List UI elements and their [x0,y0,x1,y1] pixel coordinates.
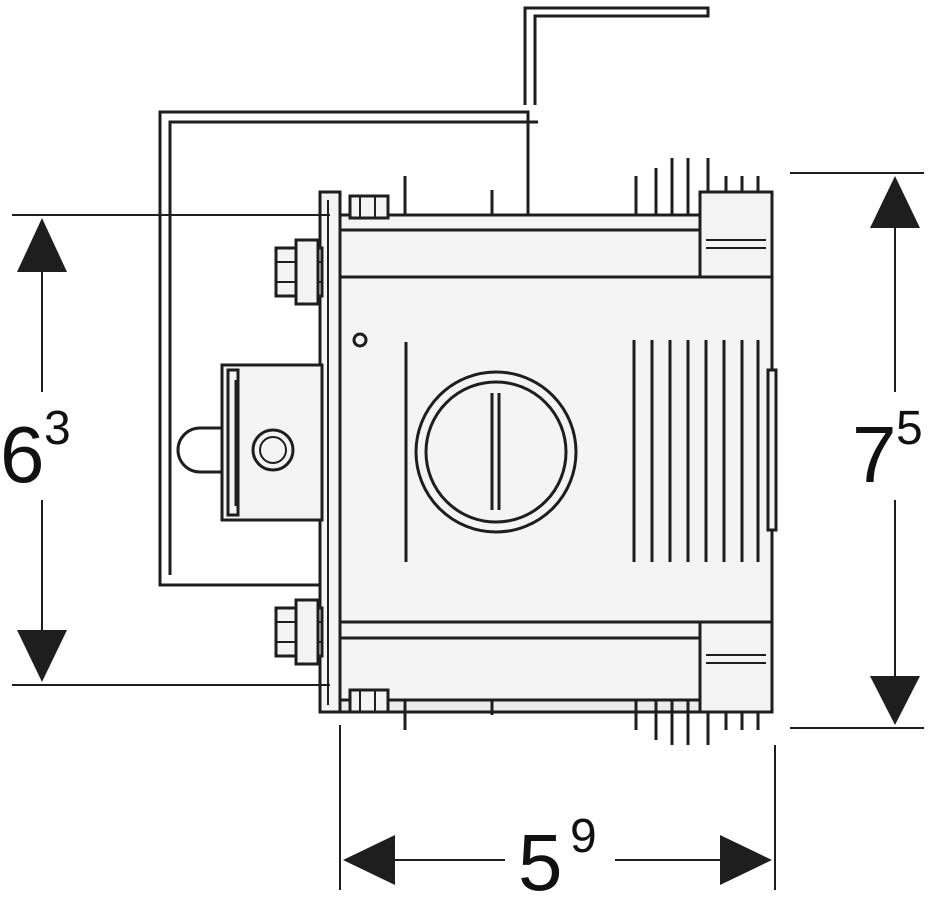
dim-right-value: 7 [852,410,897,499]
main-housing [338,190,774,714]
dim-right-superscript: 5 [896,402,923,455]
dim-bottom-value: 5 [518,818,563,900]
dim-left-value: 6 [0,410,45,499]
dimension-bottom-width: 5 9 [339,725,776,900]
dim-left-superscript: 3 [44,402,71,455]
nut-top [274,238,324,306]
nut-bottom [274,598,324,666]
rotary-knob [414,370,578,534]
dimension-left-height: 6 3 [0,214,330,686]
dimension-right-height: 7 5 [790,172,924,729]
bent-rod [523,6,710,105]
bottom-fasteners [348,688,760,745]
front-details [352,332,778,562]
side-connector [176,363,324,522]
vent-slots [632,340,760,562]
top-fasteners [348,158,760,220]
dim-bottom-superscript: 9 [570,810,597,863]
mounting-plate [158,110,538,587]
